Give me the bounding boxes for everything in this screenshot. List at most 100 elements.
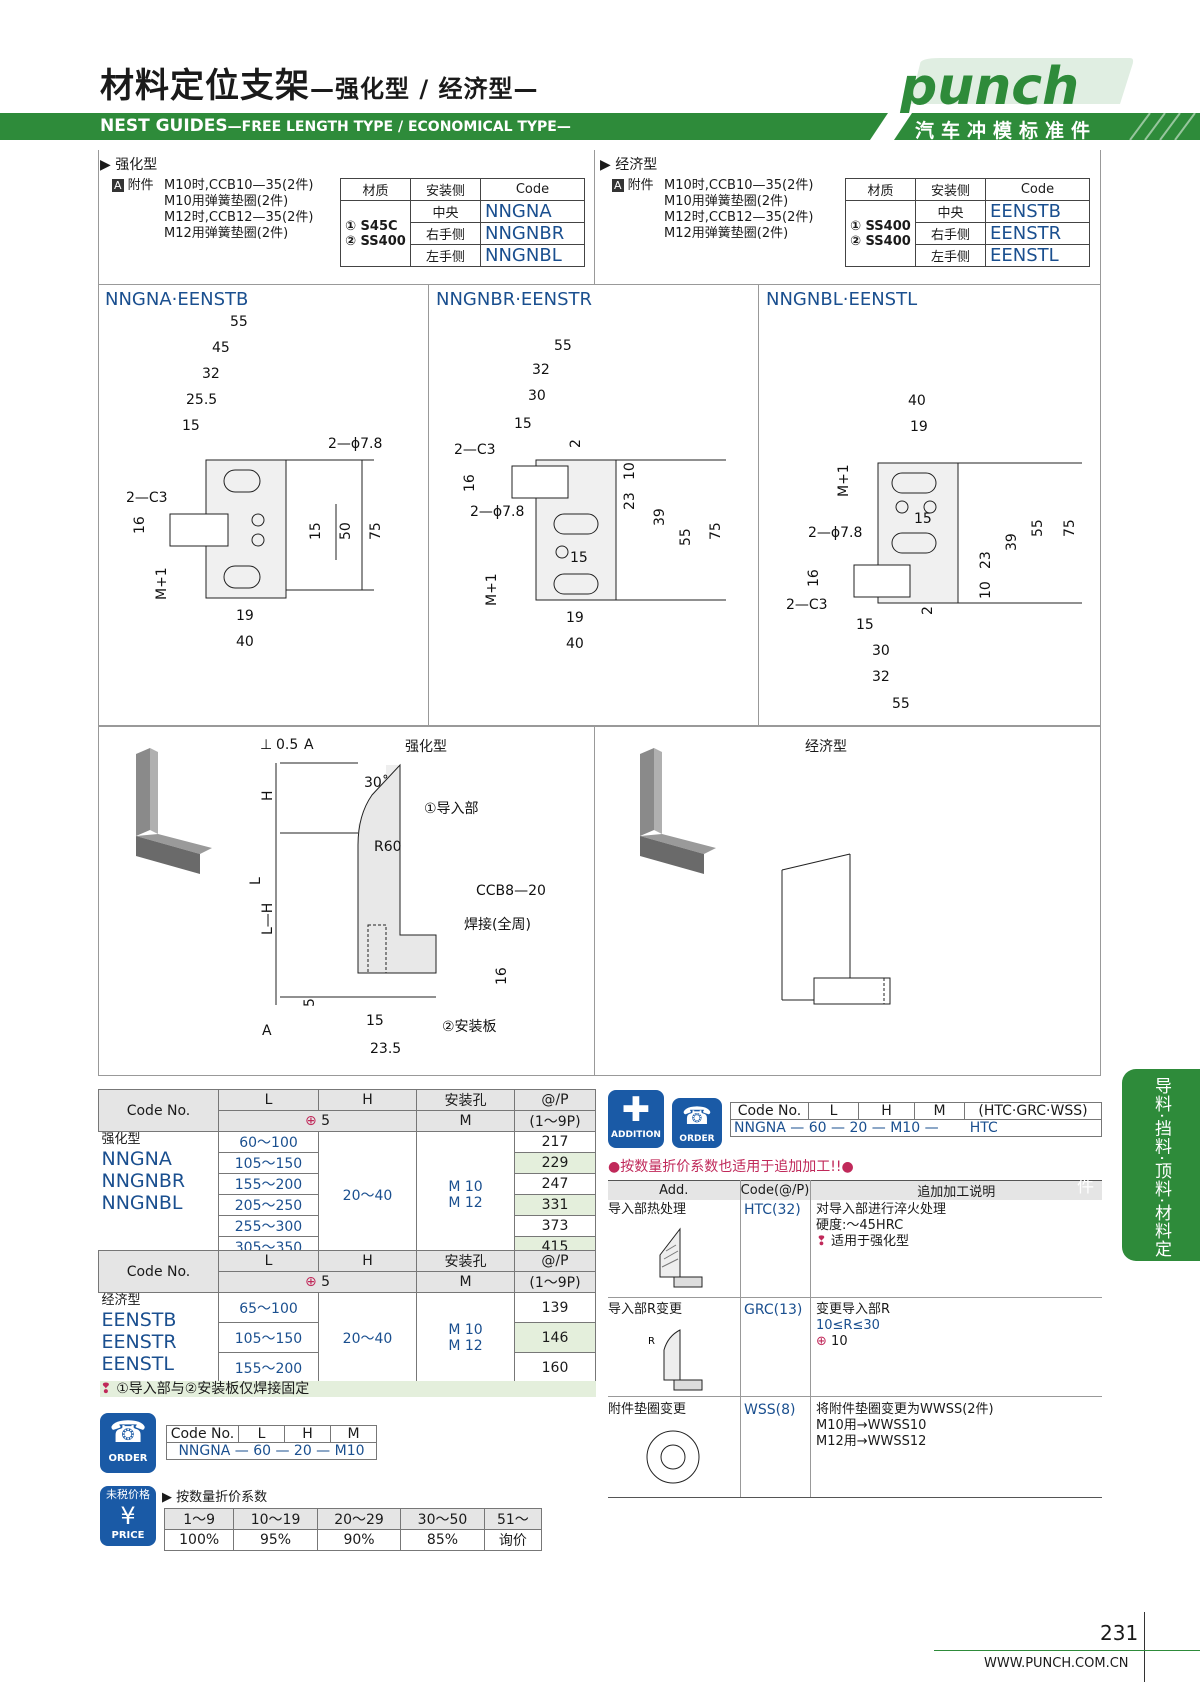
heat-treat-diagram (659, 1227, 703, 1288)
svg-text:55: 55 (554, 338, 572, 354)
drawing-title: NNGNA·EENSTB (105, 289, 249, 310)
svg-text:R60: R60 (374, 839, 402, 855)
svg-text:CCB8—20: CCB8—20 (476, 883, 546, 899)
page-subtitle: NEST GUIDES—FREE LENGTH TYPE / ECONOMICA… (100, 116, 571, 136)
divider (608, 1497, 1102, 1498)
drawing-nngna: 55 45 32 25.5 15 2—ϕ7.8 2—C3 16 15 50 75… (126, 314, 384, 650)
svg-text:32: 32 (202, 366, 220, 382)
brand-stripe-icon (870, 113, 1200, 140)
svg-text:55: 55 (1030, 519, 1046, 537)
divider (594, 726, 595, 1076)
addition-row-name: 附件垫圈变更 (608, 1402, 687, 1417)
svg-text:15: 15 (308, 522, 324, 540)
addition-row-name: 导入部R变更 (608, 1302, 683, 1317)
divider (1144, 1612, 1145, 1682)
addition-row-code: HTC(32) (744, 1202, 801, 1218)
addition-row-desc: 对导入部进行淬火处理硬度:～45HRC❢ 适用于强化型 (816, 1202, 947, 1249)
product-photo-economy (640, 748, 716, 874)
spec-right-accessories: A 附件 M10时,CCB10—35(2件)M10用弹簧垫圈(2件)M12时,C… (612, 178, 814, 241)
svg-text:23.5: 23.5 (370, 1041, 401, 1057)
svg-text:15: 15 (514, 416, 532, 432)
svg-text:A: A (304, 737, 314, 753)
svg-text:L—H: L—H (260, 903, 276, 935)
svg-text:R: R (648, 1336, 655, 1347)
drawing-title: NNGNBR·EENSTR (436, 289, 593, 310)
brand-logo: punch (899, 57, 1134, 116)
price-note: ❢ ①导入部与②安装板仅焊接固定 (100, 1381, 596, 1397)
svg-text:M+1: M+1 (836, 464, 852, 497)
order-icon: ☎ORDER (100, 1413, 156, 1473)
svg-text:2—ϕ7.8: 2—ϕ7.8 (470, 504, 524, 520)
washer-icon (646, 1430, 700, 1484)
svg-text:2: 2 (568, 439, 584, 448)
svg-text:M+1: M+1 (154, 567, 170, 600)
drawings-panel (98, 284, 1101, 726)
svg-text:40: 40 (236, 634, 254, 650)
svg-text:2: 2 (920, 606, 936, 615)
divider (740, 1180, 741, 1498)
section-right-title: 经济型 (805, 739, 847, 755)
svg-text:75: 75 (368, 522, 384, 540)
svg-text:23: 23 (622, 492, 638, 510)
svg-text:32: 32 (872, 669, 890, 685)
svg-text:40: 40 (908, 393, 926, 409)
svg-text:55: 55 (230, 314, 248, 330)
addition-row-name: 导入部热处理 (608, 1202, 687, 1217)
svg-text:50: 50 (338, 522, 354, 540)
divider (934, 1650, 1200, 1651)
svg-text:16: 16 (806, 569, 822, 587)
svg-text:15: 15 (914, 511, 932, 527)
brand-subtitle: 汽车冲模标准件 (915, 120, 1098, 142)
spec-divider (594, 150, 595, 284)
svg-text:2—C3: 2—C3 (786, 597, 828, 613)
svg-text:2—ϕ7.8: 2—ϕ7.8 (808, 525, 862, 541)
svg-text:0.5: 0.5 (276, 737, 298, 753)
addition-icon: ✚ADDITION (608, 1090, 664, 1148)
svg-text:5: 5 (302, 998, 318, 1007)
svg-text:M+1: M+1 (484, 573, 500, 606)
footer-url[interactable]: WWW.PUNCH.COM.CN (984, 1656, 1129, 1671)
svg-text:19: 19 (236, 608, 254, 624)
svg-text:H: H (260, 790, 276, 801)
side-tab[interactable]: 导料·挡料·顶料·材料定位零件 (1073, 1069, 1200, 1261)
price-icon: 未税价格¥PRICE (100, 1486, 156, 1546)
section-drawing-economy (781, 853, 891, 1005)
spec-box (98, 150, 1101, 284)
svg-text:55: 55 (678, 528, 694, 546)
svg-text:30: 30 (872, 643, 890, 659)
svg-text:55: 55 (892, 696, 910, 712)
svg-text:L: L (248, 877, 264, 885)
svg-text:⊥: ⊥ (260, 737, 272, 753)
svg-text:19: 19 (566, 610, 584, 626)
svg-text:16: 16 (462, 474, 478, 492)
section-left-title: 强化型 (405, 739, 447, 755)
svg-text:30: 30 (528, 388, 546, 404)
svg-text:39: 39 (652, 508, 668, 526)
svg-text:40: 40 (566, 636, 584, 652)
svg-text:25.5: 25.5 (186, 392, 217, 408)
addition-row-code: WSS(8) (744, 1402, 796, 1418)
svg-text:2—ϕ7.8: 2—ϕ7.8 (328, 436, 382, 452)
drawing-nngnbl: 40 19 M+1 2—ϕ7.8 15 39 55 75 23 10 16 2—… (786, 393, 1082, 712)
divider (608, 1297, 1102, 1298)
svg-text:punch: punch (899, 57, 1079, 116)
svg-text:10: 10 (978, 581, 994, 599)
product-photo-strong (136, 748, 212, 874)
spec-right-heading: ▶ 经济型 (600, 157, 658, 173)
svg-text:焊接(全周): 焊接(全周) (464, 916, 531, 933)
page-title: 材料定位支架—强化型 / 经济型— (100, 66, 539, 106)
addition-table: Add.Code(@/P)追加加工说明 (608, 1180, 1102, 1200)
drawing-title: NNGNBL·EENSTL (766, 289, 918, 310)
svg-text:2—C3: 2—C3 (126, 490, 168, 506)
svg-text:10: 10 (622, 462, 638, 480)
svg-text:75: 75 (1062, 519, 1078, 537)
svg-text:23: 23 (978, 551, 994, 569)
svg-text:16: 16 (494, 967, 510, 985)
svg-text:15: 15 (570, 550, 588, 566)
page-number: 231 (1100, 1621, 1139, 1645)
